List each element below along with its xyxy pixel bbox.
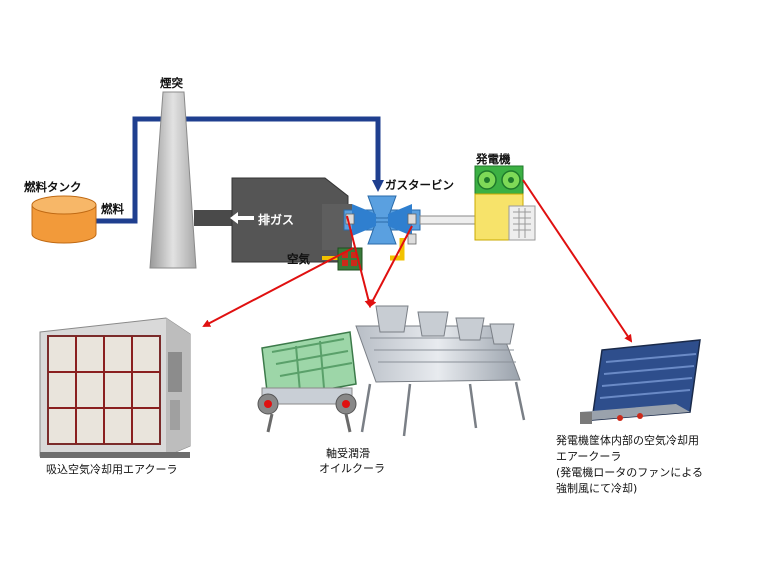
oil-cooler [257, 305, 526, 437]
exhaust-gas-label: 排ガス [258, 212, 294, 227]
generator [474, 165, 536, 241]
gas-turbine [343, 195, 421, 245]
fuel-label: 燃料 [100, 202, 124, 216]
gen-cooler-label-line1: 発電機筐体内部の空気冷却用 [556, 433, 699, 447]
intake-cooler-label: 吸込空気冷却用エアクーラ [46, 462, 177, 476]
fuel-tank-label: 燃料タンク [23, 180, 82, 194]
oil-cooler-label-line1: 軸受潤滑 [326, 446, 370, 460]
fuel-tank [31, 195, 97, 244]
oil-cooler-label-line2: オイルクーラ [319, 462, 385, 475]
arrow-to-intake-cooler [202, 247, 354, 327]
generator-label: 発電機 [475, 152, 511, 166]
arrow-to-oil-cooler-left [346, 215, 373, 308]
chimney-label: 煙突 [160, 76, 183, 90]
fuel-pipe [95, 116, 384, 224]
exhaust-arrow-icon [230, 212, 254, 224]
gen-cooler-label-line3: (発電機ロータのファンによる [556, 465, 703, 479]
chimney [149, 91, 197, 269]
air-label: 空気 [287, 252, 310, 266]
arrow-to-oil-cooler-right [369, 225, 413, 308]
turbine-shaft [419, 215, 476, 225]
gen-cooler-label-line4: 強制風にて冷却) [556, 482, 637, 495]
gas-turbine-label: ガスタービン [385, 178, 454, 192]
intake-air-cooler [39, 317, 191, 458]
arrow-to-generator-cooler [522, 179, 633, 343]
generator-air-cooler [580, 339, 701, 424]
gen-cooler-label-line2: エアークーラ [556, 450, 621, 463]
